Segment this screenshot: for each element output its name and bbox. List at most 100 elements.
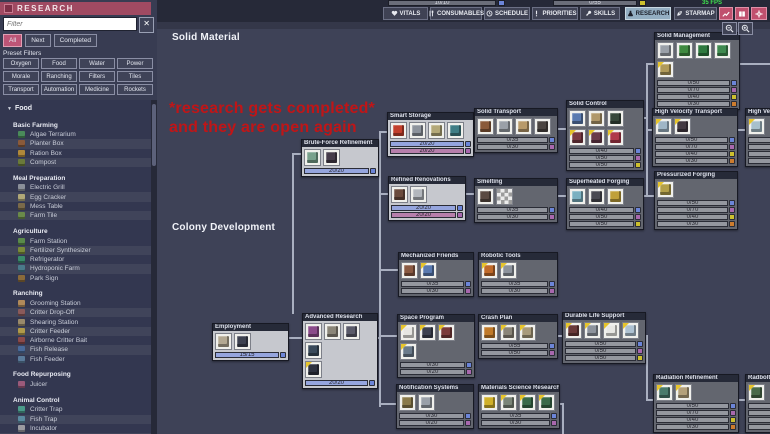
group-meal-preparation[interactable]: Meal Preparation [13, 174, 66, 182]
preset-filter-water[interactable]: Water [79, 58, 115, 69]
research-item-critter-trap[interactable]: Critter Trap [0, 405, 151, 414]
category-food[interactable]: ▼Food [0, 103, 151, 114]
research-item-ration-box[interactable]: Ration Box [0, 149, 151, 158]
top-bar-chip-icon [639, 0, 646, 6]
novice-research-bar: 0/30 [400, 362, 465, 368]
preset-filter-oxygen[interactable]: Oxygen [3, 58, 39, 69]
new-item-flag-icon [604, 323, 610, 329]
report-button[interactable] [735, 7, 749, 20]
nav-research-button[interactable]: RESEARCH [625, 7, 671, 20]
sidebar-scrollbar[interactable] [151, 100, 157, 434]
group-ranching[interactable]: Ranching [13, 290, 43, 298]
scrollbar-thumb[interactable] [152, 104, 156, 166]
preset-filter-power[interactable]: Power [117, 58, 153, 69]
new-item-flag-icon [482, 263, 488, 269]
clear-filter-button[interactable]: ✕ [139, 17, 154, 33]
group-agriculture[interactable]: Agriculture [13, 227, 48, 235]
top-bar-chip-icon [498, 0, 505, 6]
research-item-compost[interactable]: Compost [0, 157, 151, 168]
research-item-incubator[interactable]: Incubator [0, 424, 151, 433]
research-item-airborne-critter-bait[interactable]: Airborne Critter Bait [0, 336, 151, 345]
group-animal-control[interactable]: Animal Control [13, 396, 60, 404]
research-item-farm-tile[interactable]: Farm Tile [0, 211, 151, 221]
nav-schedule-button[interactable]: SCHEDULE [484, 7, 530, 20]
research-item-fish-trap[interactable]: Fish Trap [0, 414, 151, 424]
sidebar-title: RESEARCH [17, 4, 74, 13]
filter-input[interactable] [3, 17, 138, 31]
farm-station-icon [18, 237, 25, 245]
nav-starmap-button[interactable]: STARMAP [674, 7, 717, 20]
research-item-juicer[interactable]: Juicer [0, 380, 151, 389]
research-item-park-sign[interactable]: Park Sign [0, 274, 151, 283]
preset-filter-food[interactable]: Food [41, 58, 77, 69]
preset-filter-medicine[interactable]: Medicine [79, 84, 115, 95]
research-item-fish-feeder[interactable]: Fish Feeder [0, 355, 151, 364]
preset-filter-filters[interactable]: Filters [79, 71, 115, 82]
research-item-fish-release[interactable]: Fish Release [0, 345, 151, 355]
nav-priorities-button[interactable]: PRIORITIES [532, 7, 578, 20]
nav-skills-button[interactable]: SKILLS [580, 7, 620, 20]
research-item-grooming-station[interactable]: Grooming Station [0, 299, 151, 308]
gear-button[interactable] [751, 7, 767, 20]
tab-all[interactable]: All [3, 34, 23, 47]
research-item-refrigerator[interactable]: Refrigerator [0, 255, 151, 264]
nav-vitals-button[interactable]: VITALS [383, 7, 428, 20]
research-item-shearing-station[interactable]: Shearing Station [0, 317, 151, 326]
research-item-critter-feeder[interactable]: Critter Feeder [0, 326, 151, 337]
preset-filter-transport[interactable]: Transport [3, 84, 39, 95]
research-node-high-velocity-dr[interactable]: High Velocity Dr [745, 108, 770, 167]
research-item-electric-grill[interactable]: Electric Grill [0, 183, 151, 192]
tab-completed[interactable]: Completed [53, 34, 98, 47]
group-food-repurposing[interactable]: Food Repurposing [13, 371, 71, 379]
tree-connector [379, 131, 388, 133]
preset-filter-automation[interactable]: Automation [41, 84, 77, 95]
research-item-planter-box[interactable]: Planter Box [0, 139, 151, 149]
preset-filter-morale[interactable]: Morale [3, 71, 39, 82]
chart-button[interactable] [719, 7, 733, 20]
preset-filter-ranching[interactable]: Ranching [41, 71, 77, 82]
preset-filter-rockets[interactable]: Rockets [117, 84, 153, 95]
node-title: Solid Management [655, 33, 739, 40]
research-item-critter-drop-off[interactable]: Critter Drop-Off [0, 308, 151, 318]
research-item-hydroponic-farm[interactable]: Hydroponic Farm [0, 264, 151, 274]
item-label: Airborne Critter Bait [30, 337, 88, 345]
research-item-algae-terrarium[interactable]: Algae Terrarium [0, 130, 151, 139]
zoom-out-button[interactable] [722, 22, 737, 35]
preset-filters-label: Preset Filters [3, 50, 42, 57]
research-item-mess-table[interactable]: Mess Table [0, 202, 151, 211]
flask-icon [627, 10, 633, 17]
preset-filter-tiles[interactable]: Tiles [117, 71, 153, 82]
nav-consumables-button[interactable]: CONSUMABLES [429, 7, 484, 20]
smelter-icon-art [480, 191, 491, 202]
research-node-radbolt-propulsion[interactable]: Radbolt Propu [745, 374, 770, 433]
group-basic-farming[interactable]: Basic Farming [13, 121, 58, 129]
tab-next[interactable]: Next [25, 34, 51, 47]
research-item-farm-station[interactable]: Farm Station [0, 236, 151, 245]
research-item-fertilizer-synthesizer[interactable]: Fertilizer Synthesizer [0, 245, 151, 255]
advanced-research-icon [551, 420, 557, 426]
research-item-egg-cracker[interactable]: Egg Cracker [0, 192, 151, 202]
new-item-flag-icon [608, 130, 614, 136]
zoom-in-button[interactable] [738, 22, 753, 35]
